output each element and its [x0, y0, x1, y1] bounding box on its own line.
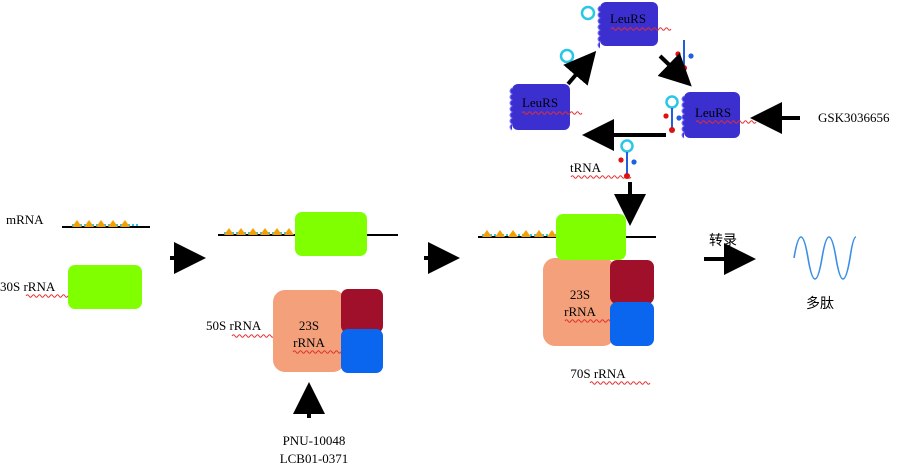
- trna-icon: [663, 95, 682, 133]
- large-subunit-dark-domain: [341, 289, 383, 333]
- leurs-enzyme-left: LeuRS: [509, 84, 583, 131]
- small-subunit-30s: [295, 212, 367, 256]
- rrna-23s-label-line2: rRNA: [293, 335, 325, 350]
- small-subunit-30s: [68, 265, 142, 309]
- leurs-enzyme-top: LeuRS: [580, 2, 672, 49]
- stage-70s: 23S rRNA 70S rRNA: [478, 214, 656, 385]
- leurs-enzyme-right: LeuRS: [663, 92, 757, 139]
- rrna-23s-label-line1: 23S: [570, 287, 590, 302]
- arrow-cycle-down: [657, 52, 692, 87]
- leurs-label: LeuRS: [522, 95, 558, 110]
- stage-initiation: 50S rRNA 23S rRNA PNU-10048 LCB01-0371: [206, 212, 398, 466]
- trna-label: tRNA: [570, 160, 602, 175]
- trna-icon: [675, 40, 694, 71]
- mrna-label: mRNA: [6, 212, 44, 227]
- leurs-label: LeuRS: [695, 105, 731, 120]
- large-subunit-23s: [273, 290, 345, 372]
- rrna-23s-label-line1: 23S: [299, 318, 319, 333]
- gsk-label: GSK3036656: [818, 110, 890, 125]
- large-subunit-blue-domain: [610, 302, 654, 346]
- trna-delivery: tRNA: [570, 139, 646, 226]
- small-subunit-30s: [556, 214, 626, 260]
- large-subunit-23s: [543, 258, 615, 346]
- rrna-50s-label: 50S rRNA: [206, 318, 262, 333]
- mrna-strand: [62, 220, 150, 228]
- stage-mrna-30s: mRNA 30S rRNA: [0, 212, 150, 309]
- leucine-icon: [559, 48, 575, 64]
- leurs-cycle: LeuRS LeuRS LeuRS: [509, 2, 757, 151]
- polypeptide-wave: [793, 236, 857, 280]
- large-subunit-blue-domain: [341, 329, 383, 373]
- inhibitor-pnu: PNU-10048: [283, 433, 346, 448]
- large-subunit-dark-domain: [610, 260, 654, 304]
- polypeptide-label: 多肽: [806, 295, 834, 312]
- rrna-30s-label: 30S rRNA: [0, 279, 56, 294]
- transcription-label: 转录: [709, 233, 737, 249]
- trna-icon: [618, 139, 637, 179]
- rrna-23s-label-line2: rRNA: [564, 304, 596, 319]
- inhibitor-lcb: LCB01-0371: [280, 451, 349, 466]
- arrow-cycle-up: [563, 50, 597, 86]
- leucine-icon: [580, 5, 596, 21]
- leurs-label: LeuRS: [610, 11, 646, 26]
- rrna-70s-label: 70S rRNA: [570, 366, 626, 381]
